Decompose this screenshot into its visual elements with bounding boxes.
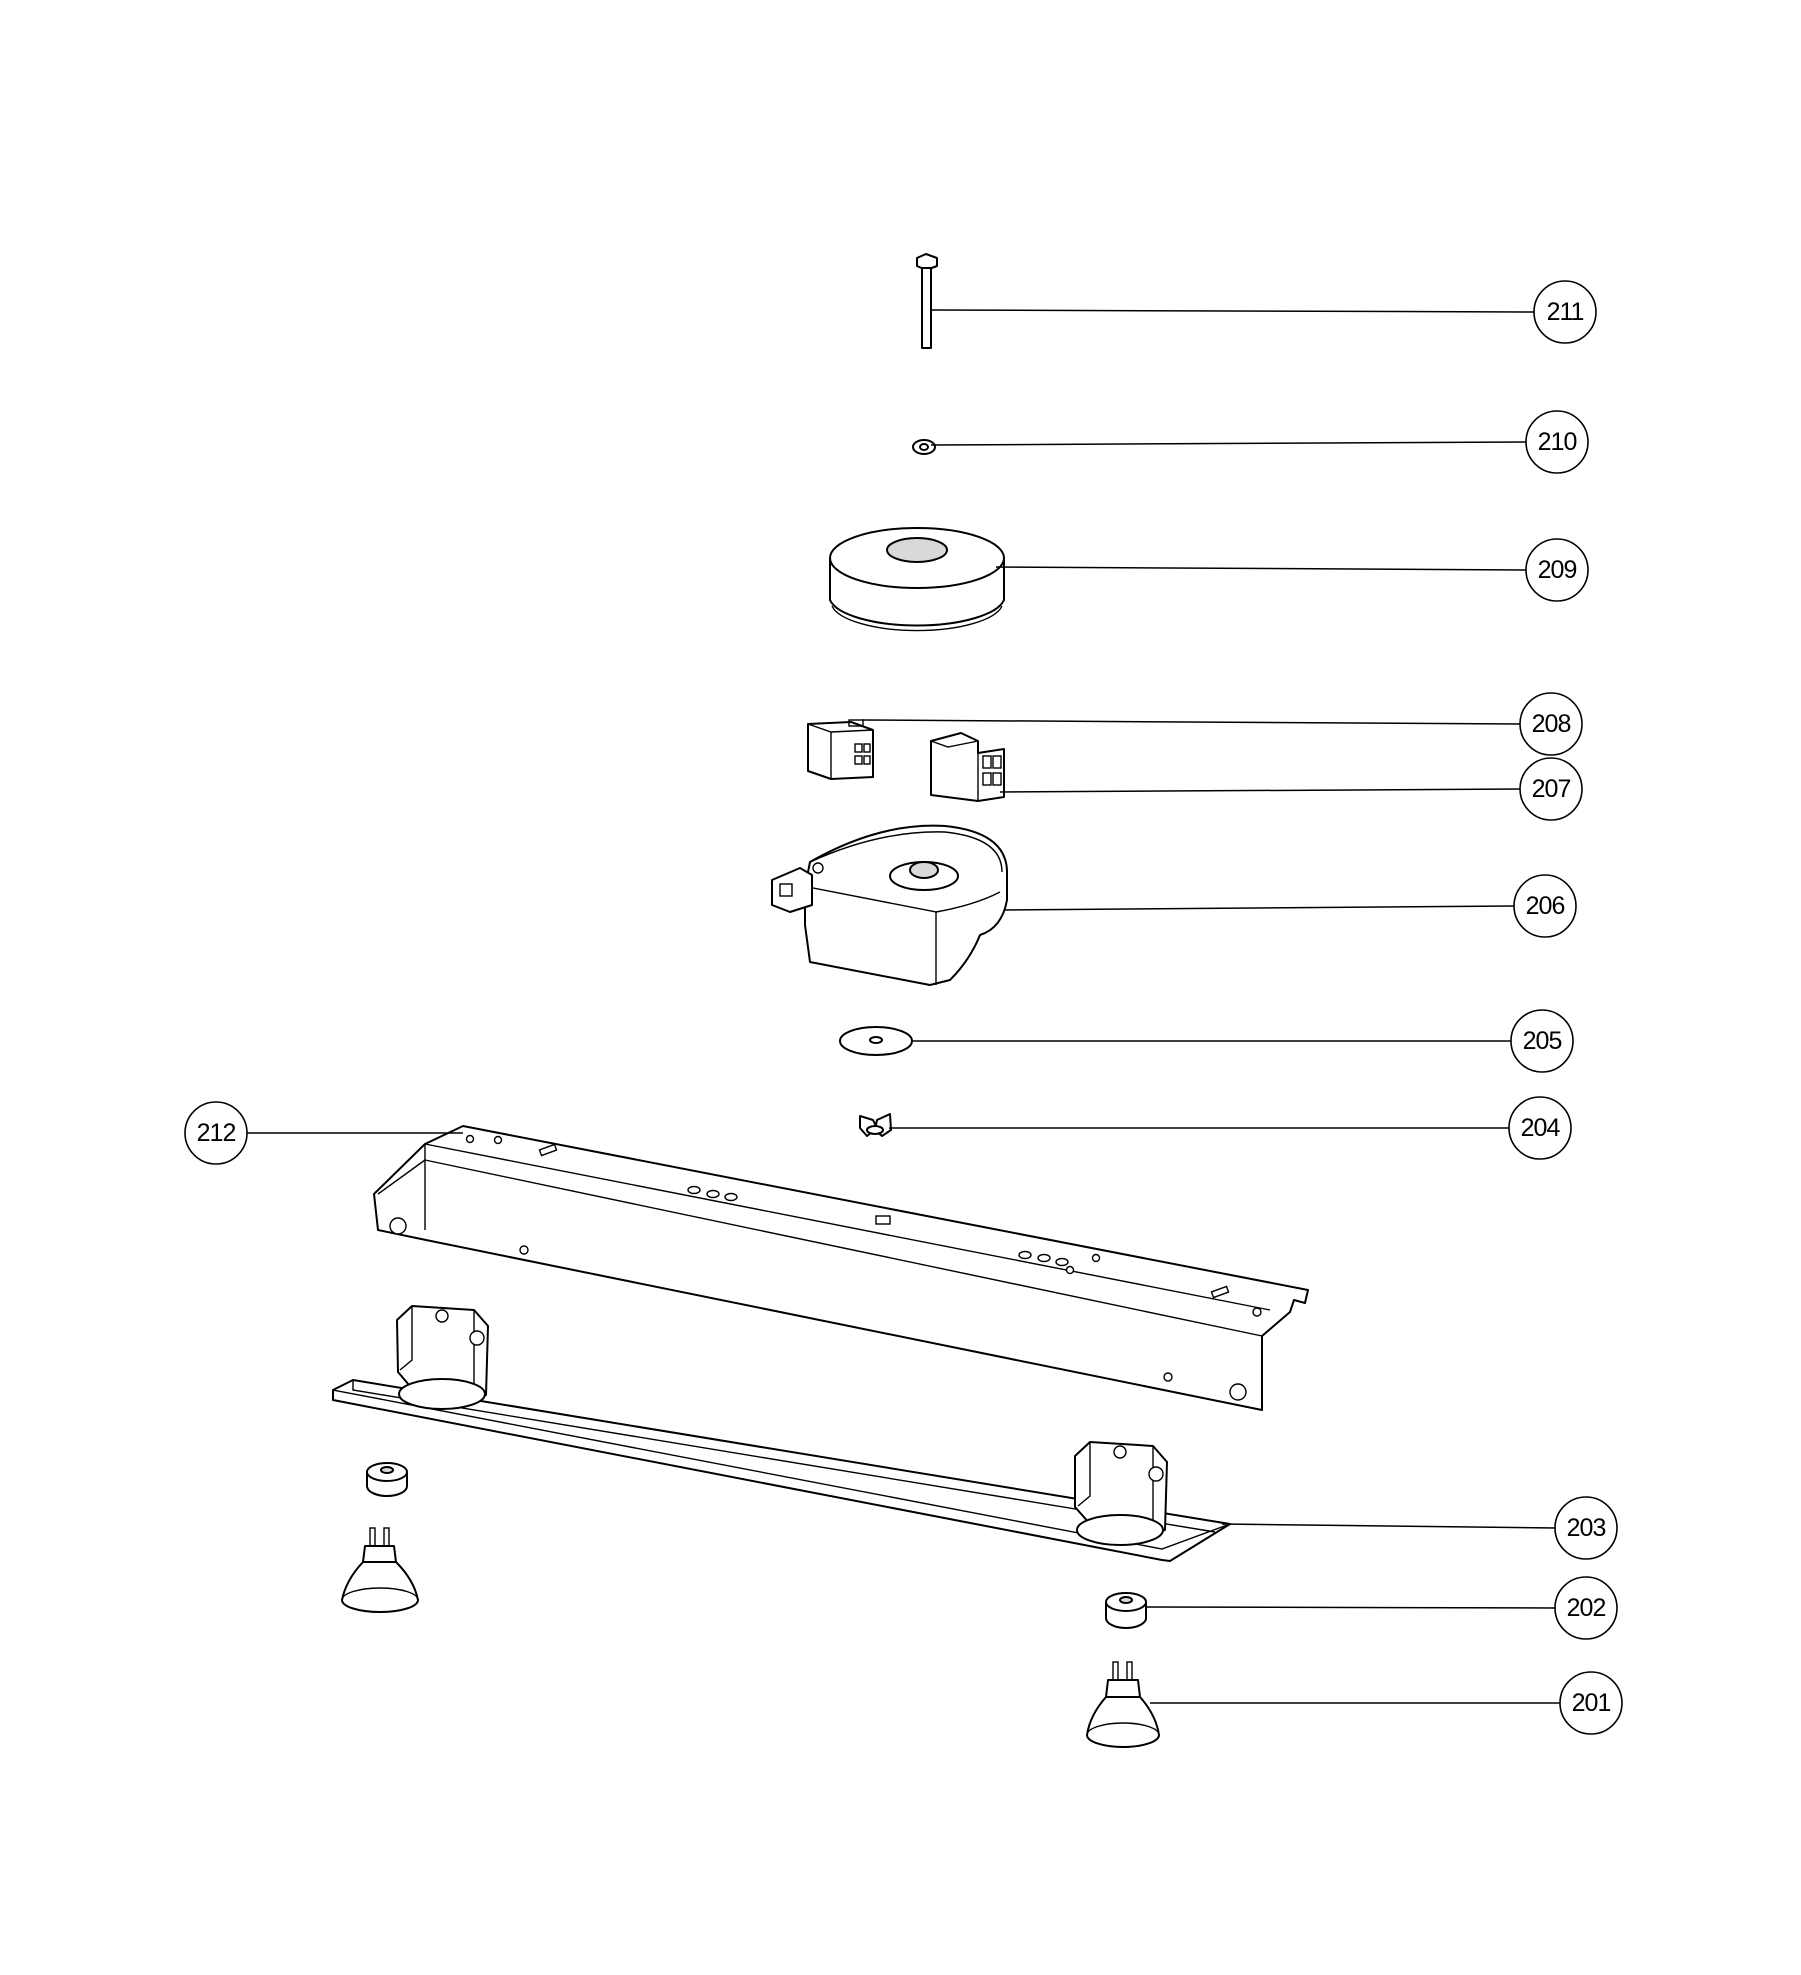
part-204-wing-nut [859,1113,892,1137]
callout-212: 212 [184,1101,248,1165]
leader-206 [1003,905,1515,911]
part-203-lamp-plate [332,1305,1231,1562]
callout-202-number: 202 [1567,1594,1606,1622]
part-208-terminal-block [807,719,874,780]
leader-208 [861,719,1521,725]
part-201-bulb-left [341,1527,419,1613]
part-207-terminal-block [930,732,1005,802]
callout-206-number: 206 [1526,892,1565,920]
part-201-bulb [1086,1661,1160,1748]
leader-211 [931,309,1535,313]
callout-207: 207 [1519,757,1583,821]
part-202-lamp-ring [1105,1592,1147,1629]
callout-201: 201 [1559,1671,1623,1735]
callout-203-number: 203 [1567,1514,1606,1542]
callout-210-number: 210 [1538,428,1577,456]
part-209-transformer [829,527,1005,632]
callout-211: 211 [1533,280,1597,344]
part-206-blower-housing [771,824,1008,986]
callout-208-number: 208 [1532,710,1571,738]
callout-207-number: 207 [1532,775,1571,803]
callout-205-number: 205 [1523,1027,1562,1055]
callout-201-number: 201 [1572,1689,1611,1717]
callout-210: 210 [1525,410,1589,474]
callout-209: 209 [1525,538,1589,602]
part-212-mounting-bracket [373,1125,1309,1411]
callout-204-number: 204 [1521,1114,1561,1142]
callout-206: 206 [1513,874,1577,938]
callout-209-number: 209 [1538,556,1577,584]
leader-210 [930,441,1527,446]
callout-212-number: 212 [197,1119,236,1147]
leader-lines [247,309,1560,1704]
callout-208: 208 [1519,692,1583,756]
leader-207 [999,788,1521,793]
callout-204: 204 [1508,1096,1572,1160]
part-210-nut [912,439,936,455]
callout-205: 205 [1510,1009,1574,1073]
leader-202 [1145,1606,1556,1609]
leader-209 [995,566,1527,571]
callout-203: 203 [1554,1496,1618,1560]
part-205-washer [839,1026,913,1056]
part-202-lamp-ring-left [366,1462,408,1497]
callout-211-number: 211 [1547,298,1584,326]
callout-202: 202 [1554,1576,1618,1640]
leader-203 [1221,1523,1556,1529]
part-211-bolt [916,253,938,349]
